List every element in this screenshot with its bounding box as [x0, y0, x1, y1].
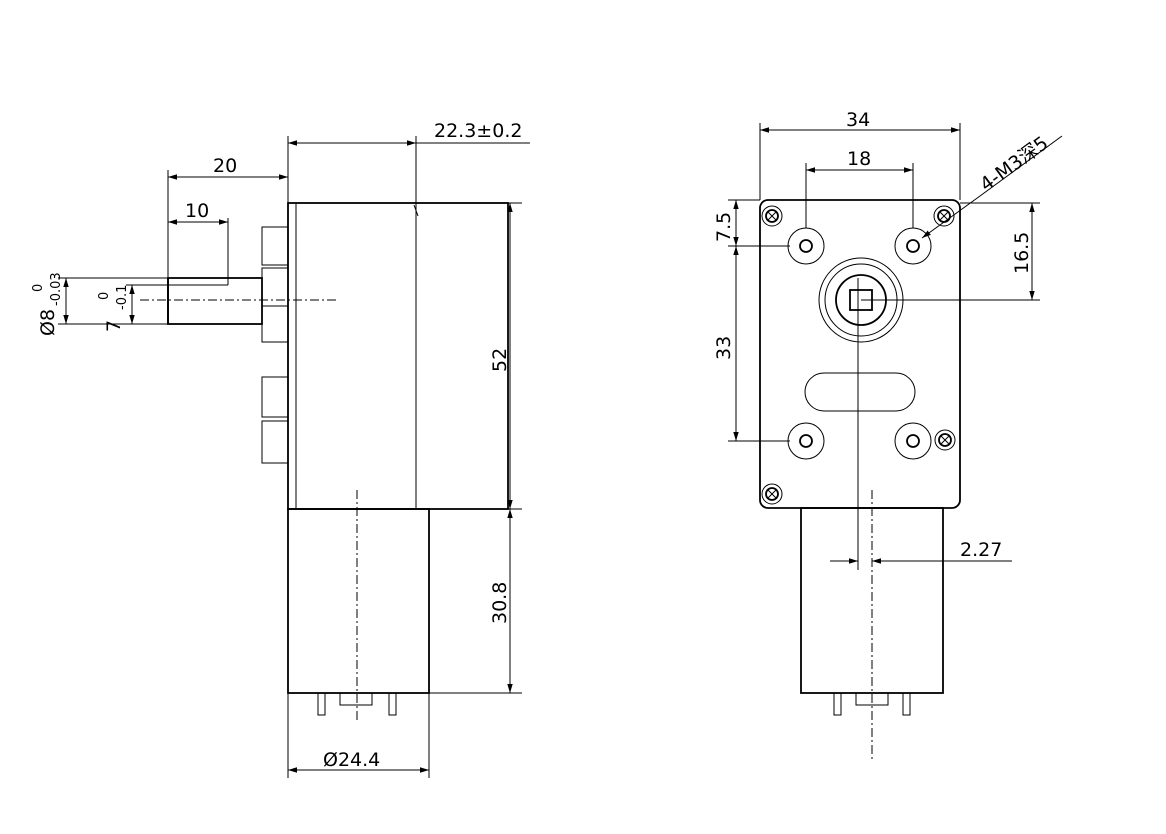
front-view: 34 18 4-M3深5 7.5 33 16.5 [713, 109, 1063, 760]
shaft-diameter-label: Ø8 [37, 309, 59, 336]
hole-spacing-top-label: 18 [847, 148, 871, 170]
mounting-hole [894, 227, 932, 265]
mounting-hole [787, 227, 825, 265]
motor-length-label: 30.8 [489, 582, 511, 624]
front-width-label: 34 [846, 109, 870, 131]
mounting-boss [261, 305, 289, 343]
screw-head [761, 483, 783, 505]
shaft-tol-upper: 0 [31, 284, 46, 292]
terminal [388, 692, 397, 716]
shaft-length-label: 20 [213, 155, 237, 177]
terminal [317, 692, 326, 716]
motor-diameter-label: Ø24.4 [323, 749, 380, 771]
mounting-boss [261, 376, 289, 418]
top-offset-label: 7.5 [713, 212, 735, 242]
mounting-boss [261, 226, 289, 266]
screw-head [933, 205, 955, 227]
hole-note-label: 4-M3深5 [976, 132, 1052, 196]
flat-tol-lower: -0.1 [115, 285, 130, 310]
motor-body [287, 508, 430, 694]
flat-length-label: 10 [185, 200, 209, 222]
terminal [833, 692, 842, 716]
shaft-tol-lower: -0.03 [49, 272, 64, 306]
gearbox-body [287, 202, 509, 510]
mounting-hole [894, 422, 932, 460]
mounting-boss [261, 420, 289, 464]
gearbox-height-label: 52 [489, 348, 511, 372]
shaft-offset-label: 16.5 [1011, 232, 1033, 274]
terminal [902, 692, 911, 716]
flat-size-label: 7 [103, 320, 125, 332]
gearbox-width-label: 22.3±0.2 [434, 120, 522, 142]
flat-tol-upper: 0 [97, 292, 112, 300]
slot [804, 372, 916, 412]
screw-head [934, 429, 956, 451]
hole-spacing-vertical-label: 33 [713, 336, 735, 360]
mounting-hole [787, 422, 825, 460]
eccentricity-label: 2.27 [960, 539, 1002, 561]
screw-head [761, 205, 783, 227]
side-view: 22.3±0.2 20 10 Ø8 0 -0.03 7 0 [31, 120, 530, 778]
